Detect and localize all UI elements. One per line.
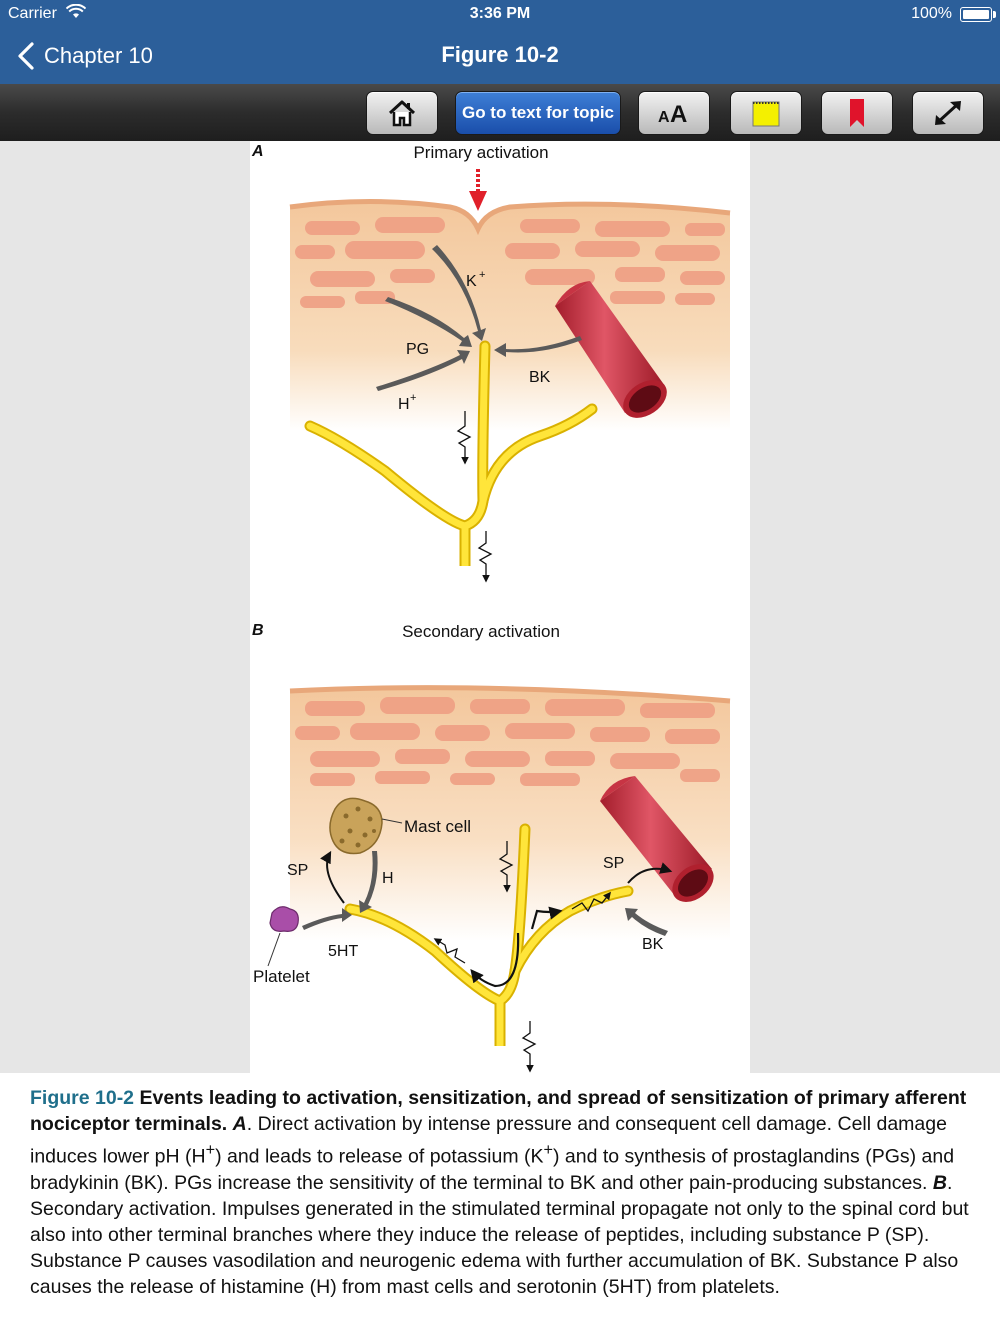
panel-b-letter: B	[252, 622, 264, 639]
caption-a-letter: A	[232, 1113, 247, 1135]
chemical-arrows-a	[376, 245, 582, 391]
wifi-icon	[65, 3, 87, 25]
label-sp-right: SP	[603, 855, 624, 872]
battery-percent: 100%	[911, 5, 952, 22]
expand-icon	[935, 101, 961, 125]
svg-text:+: +	[479, 269, 485, 281]
figure-image: A Primary activation	[250, 141, 750, 1073]
clock: 3:36 PM	[469, 5, 531, 22]
label-bradykinin-b: BK	[642, 936, 664, 953]
panel-a-title: Primary activation	[413, 143, 548, 162]
panel-b-title: Secondary activation	[402, 622, 560, 641]
caption-b-letter: B	[932, 1171, 947, 1194]
figure-caption: Figure 10-2 Events leading to activation…	[0, 1073, 1000, 1334]
font-size-button[interactable]: A A	[638, 91, 710, 135]
blood-vessel-b	[600, 776, 714, 902]
caption-text: Figure 10-2 Events leading to activation…	[30, 1087, 969, 1298]
skin-cells-b	[295, 697, 720, 786]
svg-text:A: A	[670, 101, 687, 126]
label-prostaglandin: PG	[406, 341, 429, 358]
svg-text:+: +	[410, 392, 416, 404]
carrier-label: Carrier	[8, 5, 57, 22]
impulse-arrows-b	[320, 841, 673, 1073]
panel-b: B Secondary activation	[252, 622, 731, 1073]
navigation-bar: Chapter 10 Figure 10-2	[0, 28, 1000, 84]
page-title: Figure 10-2	[441, 42, 559, 67]
home-icon	[388, 100, 416, 127]
label-bradykinin-a: BK	[529, 369, 551, 386]
caption-label: Figure 10-2	[30, 1087, 135, 1109]
status-bar: Carrier 3:36 PM 100%	[0, 0, 1000, 28]
svg-text:A: A	[658, 109, 670, 126]
back-button[interactable]: Chapter 10	[14, 38, 153, 74]
skin-cells-a	[295, 217, 725, 308]
nociceptor-illustration: A Primary activation	[251, 143, 731, 1073]
panel-a: A Primary activation	[251, 143, 731, 583]
chevron-left-icon	[18, 42, 34, 70]
mast-cell-icon	[329, 797, 403, 855]
battery-icon	[960, 7, 996, 22]
note-button[interactable]	[730, 91, 802, 135]
platelet-icon	[267, 906, 299, 967]
label-mast-cell: Mast cell	[404, 817, 471, 836]
label-histamine: H	[382, 870, 394, 887]
toolbar: Go to text for topic A A	[0, 84, 1000, 141]
label-platelet: Platelet	[253, 967, 310, 986]
label-serotonin: 5HT	[328, 943, 358, 960]
nerve-terminal-a	[304, 340, 598, 566]
font-size-icon: A A	[658, 101, 687, 126]
chemical-arrows-b	[302, 851, 668, 936]
panel-a-letter: A	[251, 143, 264, 160]
pressure-arrow-icon	[469, 169, 487, 211]
home-button[interactable]	[366, 91, 438, 135]
top-bar: Carrier 3:36 PM 100% Chapter 10 Figure 1…	[0, 0, 1000, 84]
bookmark-icon	[850, 99, 864, 127]
go-to-text-button[interactable]: Go to text for topic	[455, 91, 621, 135]
back-button-label: Chapter 10	[44, 43, 153, 68]
impulse-arrows-a	[456, 411, 493, 583]
label-hydrogen: H	[398, 396, 410, 413]
blood-vessel-a	[555, 281, 667, 418]
sticky-note-icon	[752, 101, 780, 127]
label-sp-left: SP	[287, 862, 308, 879]
expand-button[interactable]	[912, 91, 984, 135]
bookmark-button[interactable]	[821, 91, 893, 135]
label-potassium: K	[466, 273, 477, 290]
caption-title: Events leading to activation, sensitizat…	[30, 1087, 967, 1135]
